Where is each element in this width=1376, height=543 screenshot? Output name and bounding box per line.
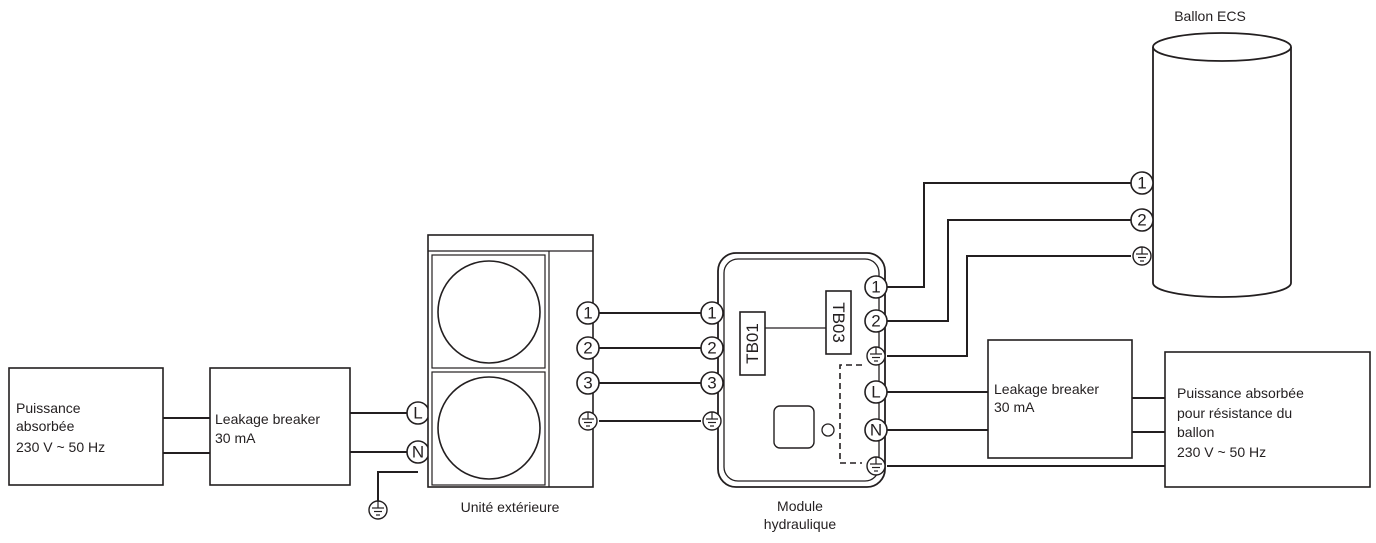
svg-text:2: 2 <box>1137 211 1146 230</box>
terminal-N-hydro: N <box>864 418 888 442</box>
fan-icon <box>437 376 541 480</box>
ground-icon <box>866 346 886 366</box>
svg-text:N: N <box>870 421 882 440</box>
svg-text:1: 1 <box>707 304 716 323</box>
right-supply-line3: ballon <box>1177 424 1214 440</box>
tb01-block <box>739 311 766 376</box>
terminal-2-hydro-right: 2 <box>864 309 888 333</box>
svg-text:L: L <box>413 404 422 423</box>
hydro-module-label-line2: hydraulique <box>764 516 837 532</box>
terminal-L-hydro: L <box>864 380 888 404</box>
left-leakage-breaker-box: Leakage breaker 30 mA <box>209 367 351 486</box>
right-leakage-breaker-box: Leakage breaker 30 mA <box>987 339 1133 459</box>
left-supply-line2: absorbée <box>16 418 75 434</box>
right-breaker-line2: 30 mA <box>994 399 1035 415</box>
internal-jumper <box>839 364 862 464</box>
tb01-label: TB01 <box>743 323 762 364</box>
svg-text:2: 2 <box>583 339 592 358</box>
terminal-1-outdoor: 1 <box>576 301 600 325</box>
display-window <box>773 405 815 449</box>
right-supply-line1: Puissance absorbée <box>1177 385 1304 401</box>
left-breaker-line2: 30 mA <box>215 430 256 446</box>
right-supply-line2: pour résistance du <box>1177 405 1292 421</box>
terminal-2-outdoor: 2 <box>576 336 600 360</box>
right-power-supply-box: Puissance absorbée pour résistance du ba… <box>1164 351 1371 488</box>
right-supply-line4: 230 V ~ 50 Hz <box>1177 444 1266 460</box>
right-breaker-line1: Leakage breaker <box>994 381 1099 397</box>
hydraulic-module: TB01 TB03 <box>717 252 886 488</box>
ground-icon <box>702 411 722 431</box>
ground-icon <box>1132 246 1152 266</box>
left-supply-line1: Puissance <box>16 400 81 416</box>
svg-text:3: 3 <box>583 374 592 393</box>
tb03-block <box>825 290 852 355</box>
outdoor-unit-label: Unité extérieure <box>461 499 560 515</box>
svg-text:2: 2 <box>871 312 880 331</box>
fan-icon <box>437 260 541 364</box>
svg-text:N: N <box>412 443 424 462</box>
svg-text:L: L <box>871 383 880 402</box>
svg-text:3: 3 <box>707 374 716 393</box>
dhw-tank <box>1152 32 1292 298</box>
tb03-label: TB03 <box>829 302 848 343</box>
left-power-supply-box: Puissance absorbée 230 V ~ 50 Hz <box>8 367 164 486</box>
ground-icon <box>866 456 886 476</box>
svg-text:1: 1 <box>583 304 592 323</box>
tank-label: Ballon ECS <box>1174 8 1246 24</box>
terminal-2-tank: 2 <box>1130 208 1154 232</box>
svg-text:1: 1 <box>1137 174 1146 193</box>
terminal-1-hydro-right: 1 <box>864 275 888 299</box>
terminal-L-outdoor: L <box>406 401 430 425</box>
indicator-led <box>821 423 835 437</box>
terminal-1-hydro-left: 1 <box>700 301 724 325</box>
terminal-2-hydro-left: 2 <box>700 336 724 360</box>
terminal-N-outdoor: N <box>406 440 430 464</box>
left-supply-line3: 230 V ~ 50 Hz <box>16 439 105 455</box>
terminal-3-hydro-left: 3 <box>700 371 724 395</box>
wires <box>163 182 1165 503</box>
svg-text:1: 1 <box>871 278 880 297</box>
svg-text:2: 2 <box>707 339 716 358</box>
ground-icon <box>368 500 388 520</box>
left-breaker-line1: Leakage breaker <box>215 411 320 427</box>
hydro-module-label-line1: Module <box>777 498 823 514</box>
outdoor-unit <box>427 234 594 488</box>
terminal-3-outdoor: 3 <box>576 371 600 395</box>
terminal-1-tank: 1 <box>1130 171 1154 195</box>
ground-icon <box>578 411 598 431</box>
